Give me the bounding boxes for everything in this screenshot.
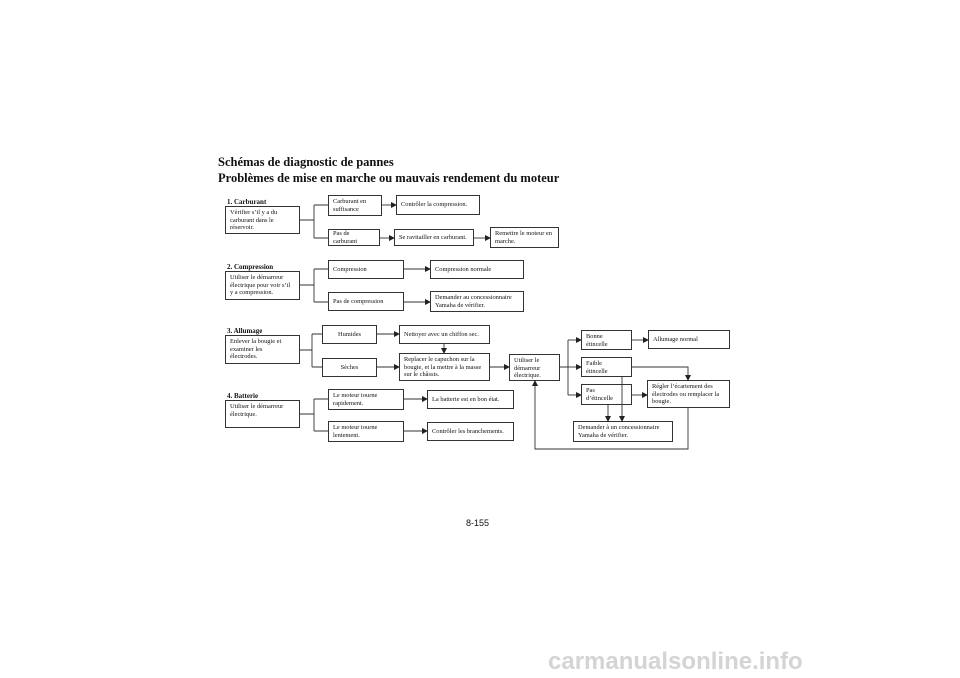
compression-ok-box: Compression [328, 260, 404, 279]
watermark: carmanualsonline.info [548, 648, 803, 675]
batterie-fast-box: Le moteur tourne rapidement. [328, 389, 404, 410]
page-title: Schémas de diagnostic de pannes [218, 155, 394, 169]
batterie-fast-result-box: La batterie est en bon état. [427, 390, 514, 409]
compression-nok-action-box: Demander au concessionnaire Yamaha de vé… [430, 291, 524, 312]
allumage-check-box: Enlever la bougie et examiner les électr… [225, 335, 300, 364]
allumage-weak-spark-box: Faible étincelle [581, 357, 632, 377]
allumage-adjust-box: Régler l’écartement des électrodes ou re… [647, 380, 730, 408]
allumage-dry-action-box: Replacer le capuchon sur la bougie, et l… [399, 353, 490, 381]
connector-carburant-branch [300, 204, 328, 239]
section-label-allumage: 3. Allumage [227, 327, 263, 335]
carburant-check-box: Vérifier s’il y a du carburant dans le r… [225, 206, 300, 234]
compression-check-box: Utiliser le démarreur électrique pour vo… [225, 271, 300, 300]
allumage-wet-action-box: Nettoyer avec un chiffon sec. [399, 325, 490, 344]
compression-ok-action-box: Compression normale [430, 260, 524, 279]
compression-nok-box: Pas de compression [328, 292, 404, 311]
batterie-check-box: Utiliser le démarreur électrique. [225, 400, 300, 428]
section-label-carburant: 1. Carburant [227, 198, 267, 206]
page-subtitle: Problèmes de mise en marche ou mauvais r… [218, 171, 560, 185]
arrow-weak-to-adjust [632, 366, 691, 381]
carburant-nok-action-box: Se ravitailler en carburant. [394, 229, 474, 246]
allumage-good-result-box: Allumage normal [648, 330, 730, 349]
carburant-ok-action-box: Contrôler la compression. [396, 195, 480, 215]
batterie-slow-result-box: Contrôler les branchements. [427, 422, 514, 441]
allumage-dry-box: Sèches [322, 358, 377, 377]
allumage-wet-box: Humides [322, 325, 377, 344]
section-label-compression: 2. Compression [227, 263, 274, 271]
page-number: 8-155 [466, 518, 490, 528]
section-label-batterie: 4. Batterie [227, 392, 259, 400]
carburant-ok-box: Carburant en suffisance [328, 195, 382, 216]
connector-batterie-branch [300, 398, 328, 432]
carburant-nok-box: Pas de carburant [328, 229, 380, 246]
loop-adjust-to-starter [532, 380, 689, 450]
connector-spark-branch [560, 340, 569, 395]
batterie-slow-box: Le moteur tourne lentement. [328, 421, 404, 442]
connector-allumage-branch [300, 333, 322, 368]
connector-compression-branch [300, 268, 328, 303]
